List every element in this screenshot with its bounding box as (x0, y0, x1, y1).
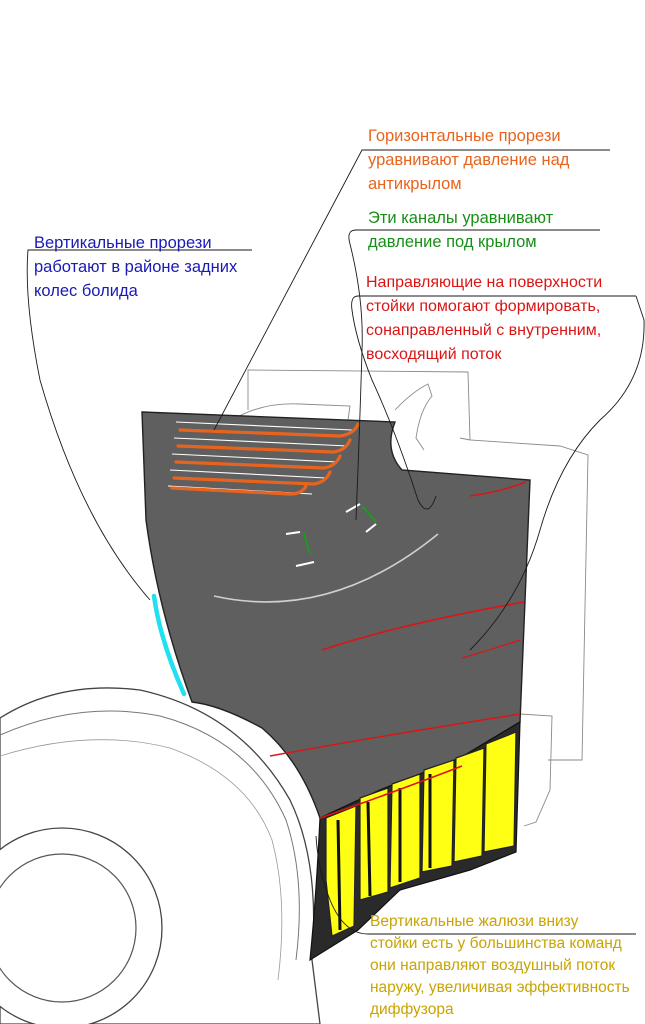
annotation-line: наружу, увеличивая эффективность (370, 979, 630, 996)
guide (269, 713, 521, 757)
slot (178, 422, 360, 438)
guide (319, 765, 463, 819)
annotation-line: стойки помогают формировать, (366, 298, 601, 315)
vertical-slot (151, 593, 187, 697)
leader-line-channels (348, 229, 600, 521)
annotation-line: сонаправленный с внутренним, (366, 322, 602, 339)
leader-line-horizontal (213, 149, 610, 431)
annotation-louvers: Вертикальные жалюзи внизу стойки есть у … (370, 911, 630, 1021)
guide (461, 639, 521, 659)
louver (421, 759, 455, 873)
pressure-channels (285, 503, 377, 567)
slot (174, 454, 342, 470)
louver (359, 787, 389, 901)
rear-wheel (0, 687, 321, 1024)
annotation-surface-guides: Направляющие на поверхности стойки помог… (366, 271, 602, 367)
annotation-line: антикрылом (368, 175, 462, 193)
leader-line-guides (351, 295, 636, 510)
annotation-line: они направляют воздушный поток (370, 957, 616, 974)
leader-line-vertical (26, 249, 252, 601)
annotation-vertical-slots: Вертикальные прорези работают в районе з… (34, 231, 237, 303)
annotation-line: восходящий поток (366, 346, 502, 363)
leader-line-louvers (315, 835, 636, 935)
annotation-line: Вертикальные жалюзи внизу (370, 913, 579, 930)
guide (321, 601, 525, 651)
annotation-line: уравнивают давление над (368, 151, 570, 169)
annotation-line: работают в районе задних (34, 258, 238, 276)
slot (170, 484, 308, 496)
annotation-channels: Эти каналы уравнивают давление под крыло… (368, 206, 553, 254)
louver (389, 773, 421, 889)
annotation-line: Эти каналы уравнивают (368, 209, 554, 227)
annotation-line: Направляющие на поверхности (366, 274, 603, 291)
annotation-line: Горизонтальные прорези (368, 127, 561, 145)
annotation-line: диффузора (370, 1001, 454, 1018)
annotation-line: колес болида (34, 282, 138, 300)
louver (453, 747, 485, 863)
annotation-horizontal-slots: Горизонтальные прорези уравнивают давлен… (368, 124, 569, 196)
louver-edges (336, 774, 432, 931)
louver (483, 731, 517, 853)
endplate (141, 411, 531, 819)
louver (325, 805, 357, 937)
wheel-hub (0, 853, 137, 1003)
slot (172, 470, 332, 486)
leader-line-guides-2 (469, 295, 645, 651)
annotation-line: Вертикальные прорези (34, 234, 212, 252)
surface-curve (213, 533, 439, 603)
annotation-line: стойки есть у большинства команд (370, 935, 622, 952)
leader-lines (26, 149, 645, 935)
guide (469, 481, 527, 497)
surface-guides (269, 481, 527, 819)
horizontal-slots (167, 421, 360, 496)
annotation-line: давление под крылом (368, 233, 537, 251)
slot (176, 438, 352, 454)
